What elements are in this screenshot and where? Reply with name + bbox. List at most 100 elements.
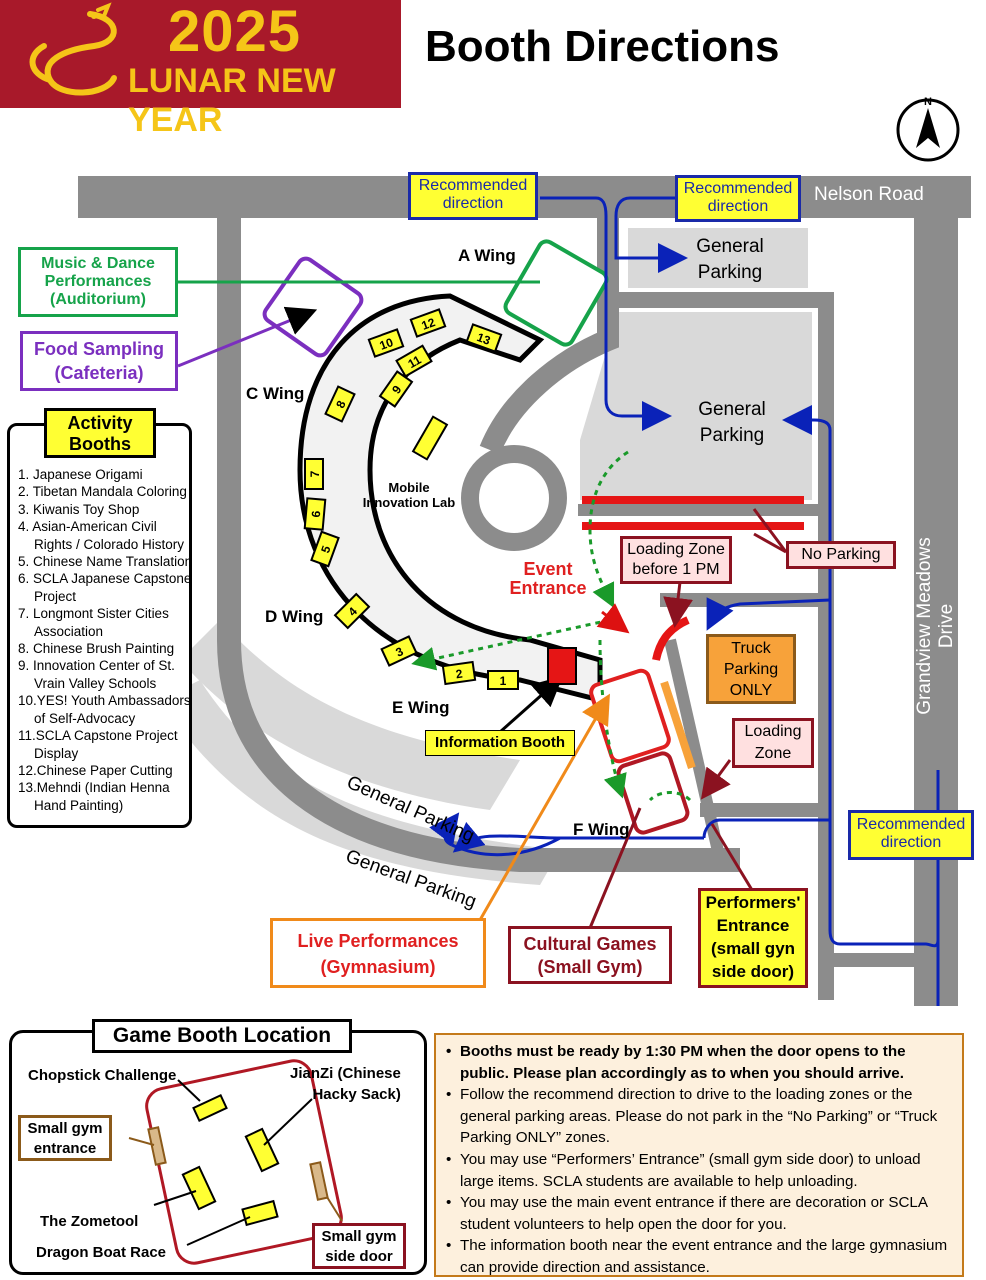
instructions-list: Booths must be ready by 1:30 PM when the…: [442, 1041, 954, 1279]
activity-booth-item: 7. Longmont Sister Cities Association: [18, 606, 169, 639]
small-gym: [616, 751, 690, 835]
game-booth-panel: Game Booth Location Chopstick Challenge …: [9, 1019, 427, 1275]
event-year: 2025: [168, 0, 302, 64]
booth-marker: 3: [380, 635, 418, 667]
booth-marker: 7: [304, 458, 324, 490]
music-dance-label: Music & Dance Performances (Auditorium): [18, 247, 178, 317]
truck-parking-label: Truck Parking ONLY: [706, 634, 796, 704]
event-name: LUNAR NEW YEAR: [128, 62, 336, 139]
recommended-direction-label: Recommended direction: [675, 175, 801, 222]
nelson-road-label: Nelson Road: [814, 184, 924, 205]
snake-logo-icon: [29, 2, 117, 96]
booth-marker-box: [304, 458, 324, 490]
instruction-item: Follow the recommend direction to drive …: [442, 1084, 954, 1149]
food-sampling-label: Food Sampling (Cafeteria): [20, 331, 178, 391]
no-parking-bar: [582, 496, 804, 504]
e-wing-label: E Wing: [392, 698, 450, 717]
booth-marker: 13: [465, 323, 503, 353]
f-wing-label: F Wing: [573, 820, 630, 839]
jianzi-booth: [244, 1127, 280, 1173]
performers-entrance-label: Performers' Entrance (small gyn side doo…: [698, 888, 808, 988]
grandview-road-label: Grandview Meadows Drive: [914, 537, 957, 715]
small-gym-side-door-label: Small gym side door: [312, 1223, 406, 1269]
no-parking-bar: [582, 522, 804, 530]
booth-marker-box: [487, 670, 519, 690]
d-wing-label: D Wing: [265, 607, 324, 626]
booth-marker-box: [441, 660, 477, 686]
activity-booths-title: Activity Booths: [44, 408, 156, 458]
booth-marker: 6: [303, 497, 327, 531]
information-booth-label: Information Booth: [425, 730, 575, 756]
zometool-label: The Zometool: [40, 1213, 139, 1230]
booth-marker-box: [367, 328, 405, 358]
live-performances-label: Live Performances (Gymnasium): [270, 918, 486, 988]
c-wing-label: C Wing: [246, 384, 305, 403]
roundabout: [461, 445, 567, 551]
activity-booth-item: 13.Mehndi (Indian Henna Hand Painting): [18, 780, 170, 813]
small-gym-entrance-label: Small gym entrance: [18, 1115, 112, 1161]
booth-marker-box: [303, 497, 327, 531]
activity-booth-item: 1. Japanese Origami: [18, 467, 143, 482]
no-parking-label: No Parking: [786, 541, 896, 569]
booth-marker-box: [310, 530, 340, 568]
booth-marker: 10: [367, 328, 405, 358]
activity-booth-item: 12.Chinese Paper Cutting: [18, 762, 173, 778]
activity-booths-panel: Activity Booths 1. Japanese Origami 2. Ti…: [7, 408, 192, 828]
activity-booth-item: 8. Chinese Brush Painting: [18, 641, 175, 657]
booth-number-label: 13: [475, 330, 493, 348]
booth-number-label: 7: [308, 470, 322, 477]
booth-marker: 4: [333, 592, 371, 630]
page-title: Booth Directions: [425, 22, 780, 71]
activity-booth-item: 2. Tibetan Mandala Coloring: [18, 484, 187, 500]
booth-number-label: 1: [500, 674, 507, 688]
small-gym-entrance-door: [147, 1126, 167, 1166]
cultural-games-label: Cultural Games (Small Gym): [508, 926, 672, 984]
recommended-direction-label: Recommended direction: [848, 810, 974, 860]
activity-booth-item: 5. Chinese Name Translation: [18, 554, 193, 570]
booth-number-label: 5: [318, 544, 334, 555]
activity-booth-item: 3. Kiwanis Toy Shop: [18, 501, 140, 517]
booth-marker: 8: [324, 385, 356, 423]
small-gym-side-door: [309, 1161, 329, 1201]
callout-arrows: [177, 280, 788, 929]
walking-paths: [411, 450, 692, 802]
booth-number-label: 10: [378, 335, 396, 353]
jianzi-label: JianZi (Chinese Hacky Sack): [290, 1065, 401, 1103]
truck-parking-strip: [660, 680, 696, 770]
booth-number-label: 6: [309, 510, 324, 518]
instruction-item: You may use the main event entrance if t…: [442, 1192, 954, 1235]
recommended-direction-label: Recommended direction: [408, 172, 538, 220]
game-booth-title: Game Booth Location: [92, 1019, 352, 1053]
lunar-new-year-banner: 2025 LUNAR NEW YEAR: [0, 0, 401, 139]
activity-booth-item: 11.SCLA Capstone Project Display: [18, 728, 178, 761]
booth-number-label: 2: [455, 667, 464, 682]
booth-marker: 9: [378, 370, 414, 408]
booth-marker-box: [395, 344, 433, 378]
chopstick-booth: [192, 1093, 228, 1123]
instruction-item: Booths must be ready by 1:30 PM when the…: [442, 1041, 954, 1084]
activity-booths-list: 1. Japanese Origami 2. Tibetan Mandala Co…: [18, 466, 196, 814]
grandview-road: [914, 176, 958, 1006]
small-gym-diagram: [128, 1059, 343, 1265]
instruction-item: The information booth near the event ent…: [442, 1235, 954, 1278]
mobile-lab-marker: [411, 415, 449, 461]
booth-number-label: 12: [420, 315, 438, 333]
dragon-boat-label: Dragon Boat Race: [36, 1244, 167, 1261]
booth-marker: 2: [441, 660, 477, 686]
instructions-panel: Booths must be ready by 1:30 PM when the…: [434, 1033, 964, 1277]
information-booth-icon: [547, 647, 577, 685]
a-wing-label: A Wing: [458, 246, 516, 265]
dragon-boat-booth: [241, 1199, 279, 1227]
booth-marker-box: [465, 323, 503, 353]
loading-zone-label: Loading Zone: [732, 718, 814, 768]
booth-marker: 1: [487, 670, 519, 690]
booth-marker: 12: [409, 308, 447, 338]
compass-north-label: N: [924, 96, 932, 108]
instruction-item: You may use “Performers’ Entrance” (smal…: [442, 1149, 954, 1192]
loading-zone-before-label: Loading Zone before 1 PM: [620, 536, 732, 584]
booth-marker-box: [324, 385, 356, 423]
booth-marker-box: [333, 592, 371, 630]
mobile-lab-label: Mobile Innovation Lab: [362, 480, 456, 510]
